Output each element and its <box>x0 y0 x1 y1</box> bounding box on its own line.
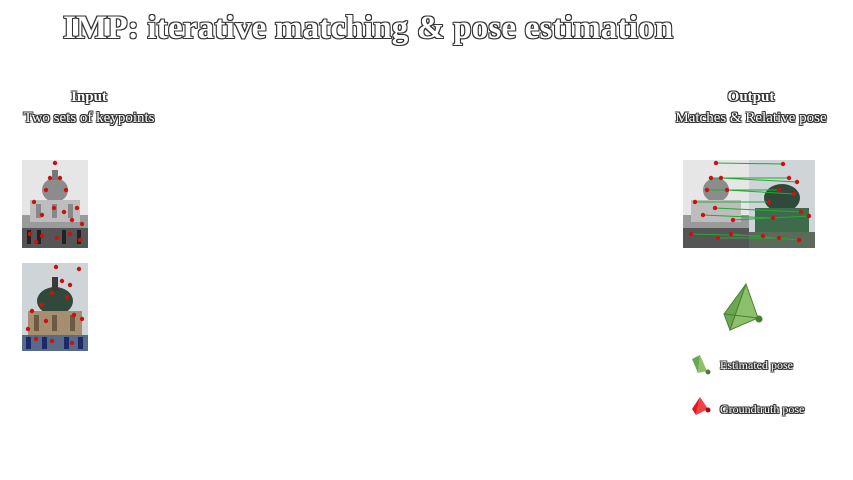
output-heading: Output <box>727 89 775 105</box>
match-lines <box>690 162 810 241</box>
estimated-pose-icon <box>690 353 712 382</box>
input-image-1 <box>22 160 88 248</box>
input-image-2 <box>22 263 88 351</box>
input-header: Input Two sets of keypoints <box>4 87 174 129</box>
legend-estimated-label: Estimated pose <box>720 358 793 372</box>
groundtruth-pose-icon <box>690 395 712 424</box>
slide-title: IMP: iterative matching & pose estimatio… <box>63 10 674 46</box>
keypoints-2 <box>25 264 85 346</box>
output-matches-image <box>683 160 815 248</box>
output-subheading: Matches & Relative pose <box>675 110 827 126</box>
input-heading: Input <box>71 89 107 105</box>
input-subheading: Two sets of keypoints <box>23 110 155 126</box>
camera-frustum-icon <box>718 280 768 339</box>
output-header: Output Matches & Relative pose <box>656 87 846 129</box>
keypoints-1 <box>27 160 85 245</box>
legend-groundtruth-label: Groundtruth pose <box>720 402 805 416</box>
